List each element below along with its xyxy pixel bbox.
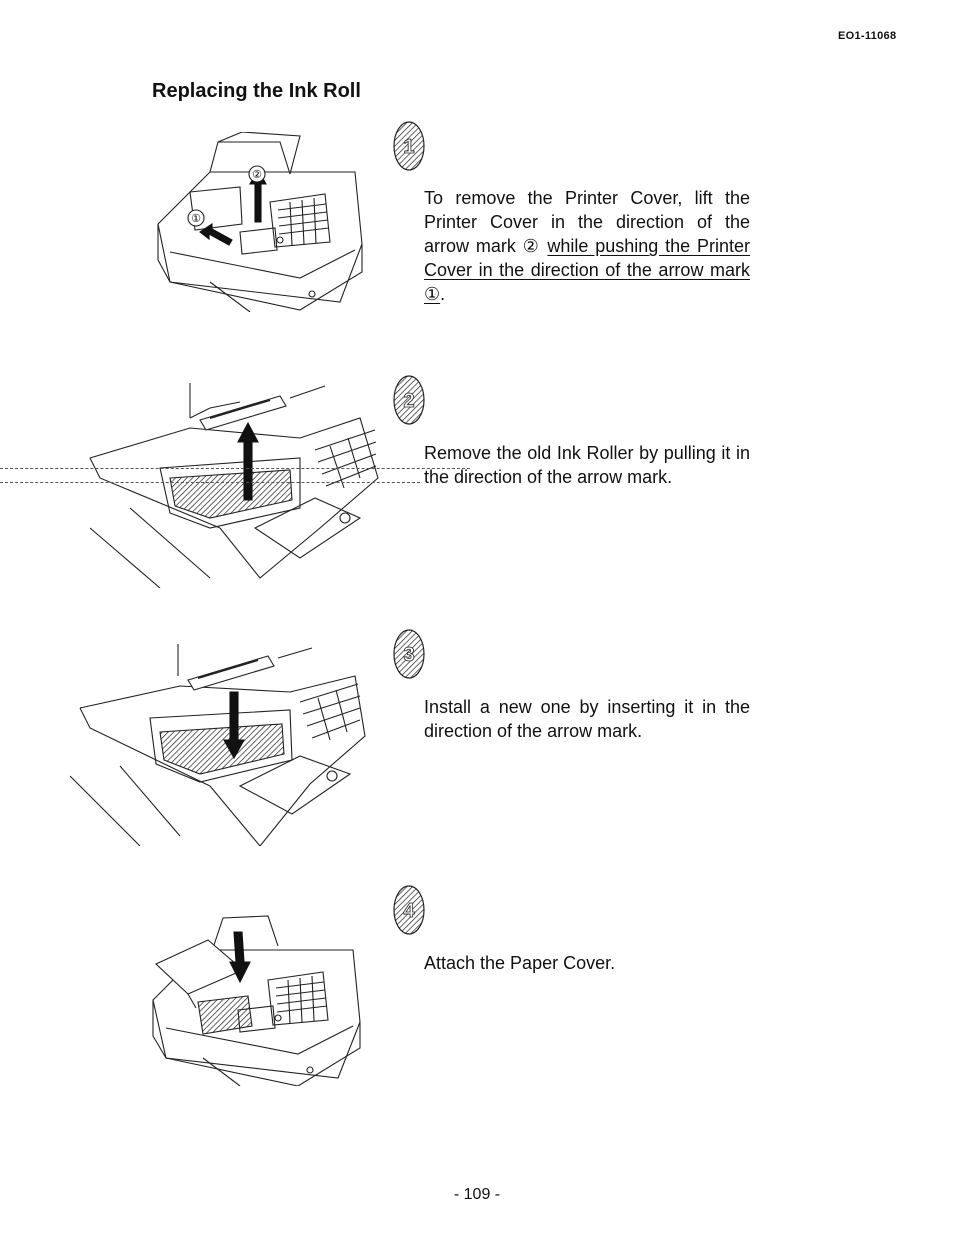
printer-cover-removal-illustration: ② ① <box>157 132 363 312</box>
step-1-text: To remove the Printer Cover, lift the Pr… <box>424 186 750 306</box>
page-number: - 109 - <box>453 1186 501 1203</box>
step-3-badge: 3 <box>393 629 425 679</box>
ink-roller-install-illustration <box>69 644 366 846</box>
step-1-text-end: . <box>440 284 446 304</box>
step-3-text: Install a new one by inserting it in the… <box>424 697 750 741</box>
step-4-badge: 4 <box>393 885 425 935</box>
step-2-badge: 2 <box>393 375 425 425</box>
step-1-text-underlined: while pushing the Printer Cover in the d… <box>424 236 750 304</box>
step-2-number: 2 <box>403 390 414 412</box>
ink-roller-removal-illustration <box>89 383 379 588</box>
step-4-number: 4 <box>403 900 415 922</box>
scan-artifact-line <box>0 468 470 469</box>
arrow-1-label: ① <box>191 213 201 225</box>
step-1-badge: 1 <box>393 121 425 171</box>
scan-artifact-line <box>0 482 420 483</box>
step-1-number: 1 <box>403 136 414 158</box>
paper-cover-attach-illustration <box>152 915 361 1086</box>
step-3-number: 3 <box>403 644 414 666</box>
step-4-text: Attach the Paper Cover. <box>424 953 616 973</box>
document-code: EO1-11068 <box>838 30 897 42</box>
page-title: Replacing the Ink Roll <box>152 80 361 102</box>
step-2-text: Remove the old Ink Roller by pulling it … <box>424 443 750 487</box>
arrow-2-label: ② <box>252 169 262 181</box>
step-1-text-plain: To remove the Printer Cover, lift the Pr… <box>424 188 750 256</box>
